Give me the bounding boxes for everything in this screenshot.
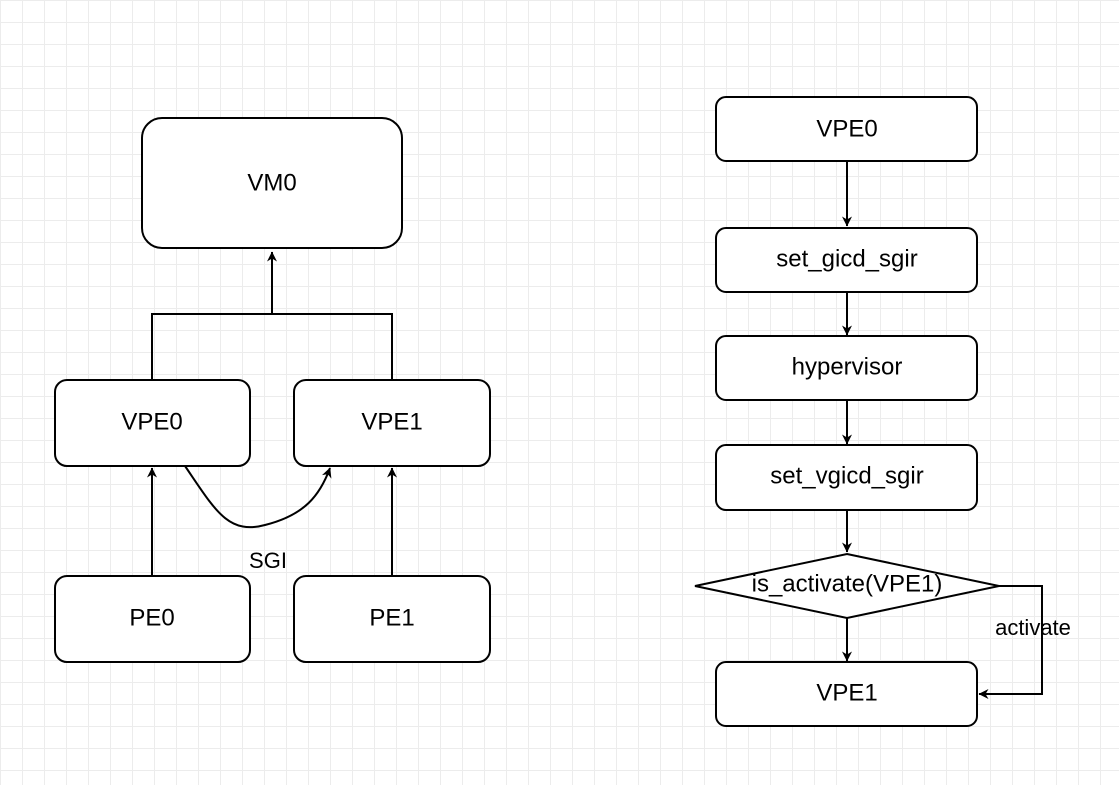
vpe-merge-connector (151, 313, 393, 380)
set-gicd-sgir-label: set_gicd_sgir (776, 245, 917, 272)
vpe1-label: VPE1 (361, 408, 422, 435)
hypervisor-label: hypervisor (792, 353, 903, 380)
decision-label: is_activate(VPE1) (752, 570, 943, 597)
vm0-label: VM0 (247, 169, 296, 196)
pe0-label: PE0 (129, 604, 174, 631)
pe1-box: PE1 (293, 575, 491, 663)
flow-vpe0-box: VPE0 (715, 96, 978, 162)
sgi-label: SGI (249, 548, 287, 573)
flow-vpe1-box: VPE1 (715, 661, 978, 727)
decision-diamond: is_activate(VPE1) (694, 552, 1000, 620)
hypervisor-box: hypervisor (715, 335, 978, 401)
flow-vpe0-label: VPE0 (816, 115, 877, 142)
set-vgicd-sgir-label: set_vgicd_sgir (770, 462, 923, 489)
arrow-activate-loop (978, 585, 1043, 699)
sgi-curve-arrow (184, 465, 332, 529)
flowchart: VPE0 set_gicd_sgir hypervisor set_vgicd_… (694, 96, 1071, 727)
vpe0-label: VPE0 (121, 408, 182, 435)
pe0-box: PE0 (54, 575, 251, 663)
set-gicd-sgir-box: set_gicd_sgir (715, 227, 978, 293)
vpe1-box: VPE1 (293, 379, 491, 467)
vpe0-box: VPE0 (54, 379, 251, 467)
set-vgicd-sgir-box: set_vgicd_sgir (715, 444, 978, 511)
activate-label: activate (995, 615, 1071, 640)
vm0-box: VM0 (141, 117, 403, 249)
pe1-label: PE1 (369, 604, 414, 631)
flow-vpe1-label: VPE1 (816, 679, 877, 706)
left-diagram: VM0 VPE0 VPE1 PE0 PE1 SGI (54, 117, 491, 663)
